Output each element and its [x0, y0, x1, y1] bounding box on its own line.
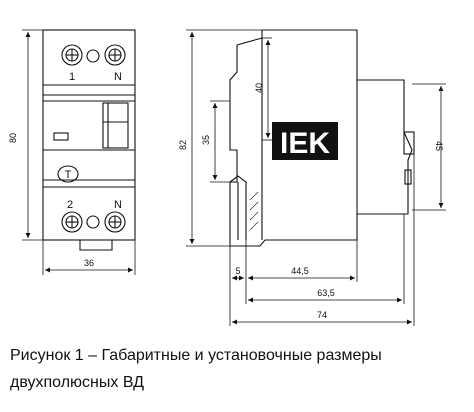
dim-front-width-label: 36 — [84, 258, 94, 268]
iek-logo: IEK — [272, 122, 338, 160]
dim-side-35 — [210, 100, 230, 183]
terminal-label-1: 1 — [69, 71, 75, 83]
caption-line-1: Рисунок 1 – Габаритные и установочные ра… — [10, 347, 382, 364]
dim-5-label: 5 — [235, 266, 240, 276]
dim-45-label: 45 — [434, 141, 444, 151]
side-hatch — [249, 191, 259, 231]
front-view — [42, 29, 136, 241]
din-rail-clip — [229, 175, 247, 240]
toggle-lever — [102, 102, 129, 149]
din-clip — [79, 240, 113, 251]
front-body-outline — [42, 29, 136, 241]
dim-front-height-label: 80 — [8, 133, 18, 143]
terminal-label-2: 2 — [67, 199, 73, 211]
dim-front-height — [22, 29, 43, 241]
dim-74-label: 74 — [317, 310, 327, 320]
dim-side-45 — [412, 83, 446, 211]
dim-63-5-label: 63,5 — [317, 288, 335, 298]
terminal-screw-top-left — [61, 44, 83, 66]
dim-35-label: 35 — [201, 135, 211, 145]
terminal-hole-bottom — [86, 215, 100, 229]
terminal-screw-bottom-left — [61, 211, 83, 233]
terminal-hole-top — [86, 49, 100, 63]
dim-side-total-height — [186, 29, 262, 247]
caption-line-2: двухполюсных ВД — [10, 374, 144, 391]
dim-44-5-label: 44,5 — [291, 266, 309, 276]
test-button-label: T — [65, 169, 72, 181]
dim-side-40 — [262, 37, 272, 141]
dim-82-label: 82 — [178, 140, 188, 150]
dim-front-width — [42, 240, 136, 275]
dim-40-label: 40 — [254, 83, 264, 93]
dim-side-horizontal-extensions — [229, 154, 415, 326]
test-button: T — [57, 165, 79, 183]
indicator-window — [53, 132, 69, 141]
terminal-screw-top-right — [104, 44, 126, 66]
terminal-label-n-top: N — [114, 71, 122, 83]
terminal-screw-bottom-right — [104, 211, 126, 233]
terminal-label-n-bottom: N — [114, 199, 122, 211]
iek-logo-text: IEK — [280, 127, 330, 160]
